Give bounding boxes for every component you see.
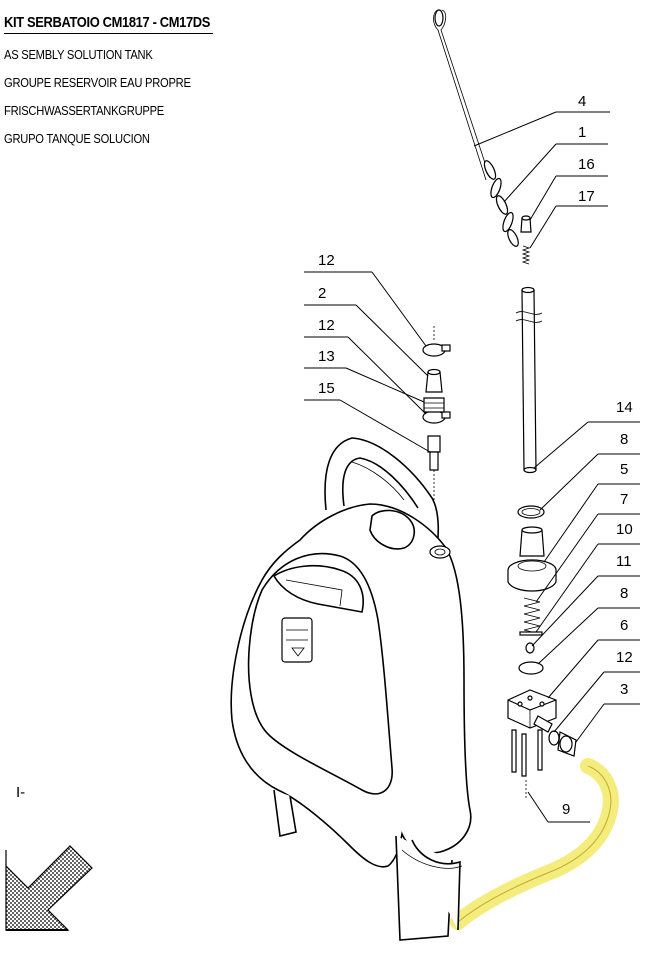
page-title: KIT SERBATOIO CM1817 - CM17DS bbox=[4, 14, 213, 34]
part-6-valve-base bbox=[507, 689, 557, 733]
callout-4: 4 bbox=[578, 93, 586, 110]
part-12-clamp-lower bbox=[548, 730, 560, 746]
stray-mark: I- bbox=[16, 784, 25, 801]
part-3-fitting bbox=[557, 731, 577, 757]
part-13-nut bbox=[423, 397, 445, 413]
callout-9: 9 bbox=[562, 801, 570, 818]
subtitle-de: FRISCHWASSERTANKGRUPPE bbox=[4, 103, 164, 118]
part-15-fitting bbox=[427, 435, 441, 540]
callout-10: 10 bbox=[616, 521, 633, 538]
part-14-tube bbox=[515, 286, 543, 474]
callout-13: 13 bbox=[318, 348, 335, 365]
part-8-oring-lower bbox=[518, 661, 544, 675]
solution-tank bbox=[230, 437, 472, 941]
part-2-barb bbox=[425, 368, 443, 393]
part-9-screws bbox=[511, 729, 543, 800]
part-10-pin bbox=[519, 631, 543, 636]
callout-15: 15 bbox=[318, 380, 335, 397]
callout-8-lower: 8 bbox=[620, 585, 628, 602]
callout-12-mid: 12 bbox=[318, 317, 335, 334]
part-17-spring bbox=[521, 245, 531, 265]
callout-11: 11 bbox=[616, 553, 632, 570]
part-7-spring bbox=[523, 597, 541, 635]
callout-8-upper: 8 bbox=[620, 431, 628, 448]
callout-12-top: 12 bbox=[318, 252, 335, 269]
yellow-hose bbox=[450, 758, 619, 930]
part-12-clamp-top bbox=[422, 326, 451, 357]
callout-16: 16 bbox=[578, 156, 595, 173]
subtitle-fr: GROUPE RESERVOIR EAU PROPRE bbox=[4, 75, 191, 90]
part-1-chain bbox=[483, 160, 519, 247]
subtitle-es: GRUPO TANQUE SOLUCION bbox=[4, 131, 150, 146]
callout-2: 2 bbox=[318, 285, 326, 302]
hatched-arrow-icon bbox=[5, 845, 93, 931]
callout-7: 7 bbox=[620, 491, 628, 508]
callout-1: 1 bbox=[578, 124, 586, 141]
part-16-cap bbox=[520, 215, 532, 233]
callout-12-lower: 12 bbox=[616, 649, 633, 666]
callout-17: 17 bbox=[578, 188, 595, 205]
part-4-rod bbox=[433, 9, 491, 181]
callout-5: 5 bbox=[620, 461, 628, 478]
part-8-oring-upper bbox=[517, 505, 545, 519]
part-12-clamp-mid bbox=[422, 410, 451, 424]
callout-14: 14 bbox=[616, 399, 633, 416]
part-5-valve-housing bbox=[507, 526, 557, 592]
title-block: KIT SERBATOIO CM1817 - CM17DS AS SEMBLY … bbox=[4, 14, 254, 146]
callout-6: 6 bbox=[620, 617, 628, 634]
callouts: 4 1 16 17 12 2 12 13 15 14 bbox=[304, 93, 640, 823]
subtitle-en: AS SEMBLY SOLUTION TANK bbox=[4, 47, 153, 62]
callout-3: 3 bbox=[620, 681, 628, 698]
